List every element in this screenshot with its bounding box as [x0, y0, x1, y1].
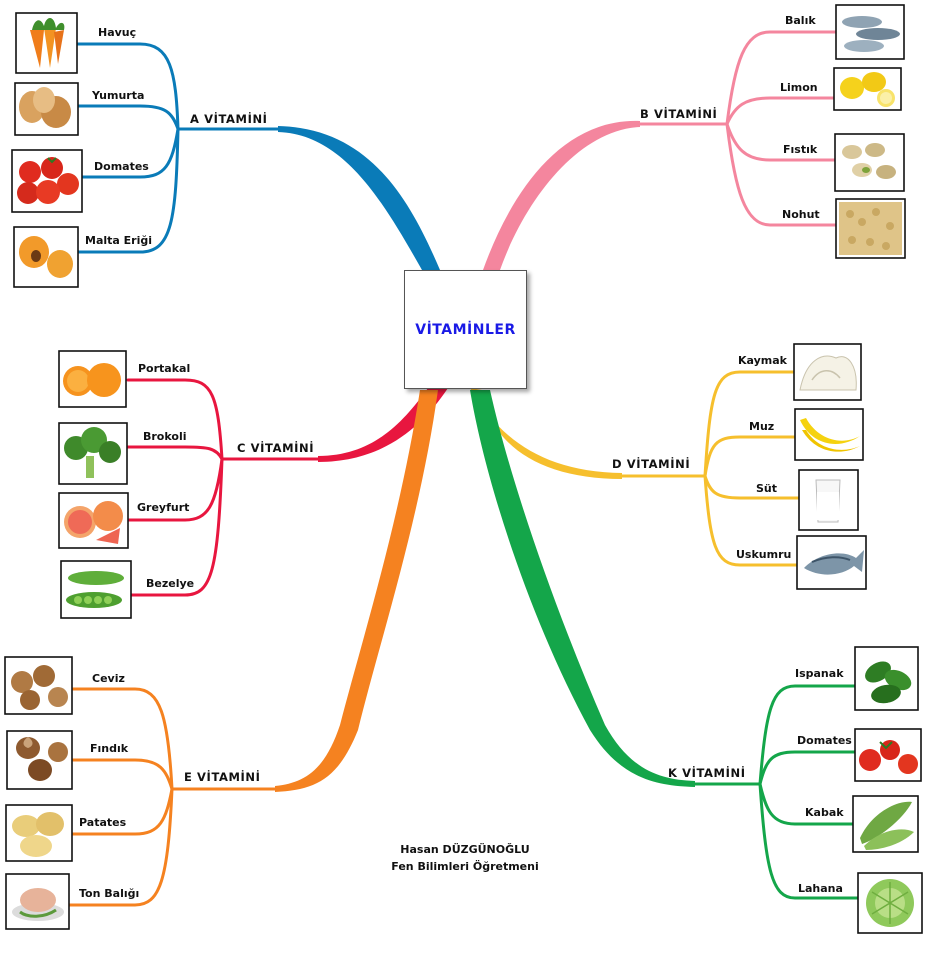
hazelnut-image: [6, 730, 73, 790]
eggs-image: [14, 82, 79, 136]
item-label-a-1: Havuç: [98, 26, 136, 39]
item-label-e-3: Patates: [79, 816, 127, 829]
carrot-image: [15, 12, 78, 74]
branch-k-trunk: [470, 390, 695, 787]
cabbage-image: [857, 872, 923, 934]
lemons-image: [833, 67, 902, 111]
banana-image: [794, 408, 864, 461]
item-label-b-4: Nohut: [782, 208, 820, 221]
tomatoes-image: [11, 149, 83, 213]
author-name: Hasan DÜZGÜNOĞLU: [400, 843, 530, 856]
walnut-image: [4, 656, 73, 715]
branch-a-trunk: [278, 126, 440, 270]
item-label-k-1: Ispanak: [795, 667, 844, 680]
potatoes-image: [5, 804, 73, 862]
spinach-image: [854, 646, 919, 711]
branch-label-e: E VİTAMİNİ: [184, 769, 261, 784]
item-label-a-2: Yumurta: [91, 89, 144, 102]
branch-a: [74, 42, 280, 254]
cream-image: [793, 343, 862, 401]
item-label-k-4: Lahana: [798, 882, 843, 895]
item-label-d-2: Muz: [749, 420, 774, 433]
branch-e-trunk: [275, 390, 438, 792]
item-label-c-4: Bezelye: [146, 577, 194, 590]
item-label-a-3: Domates: [94, 160, 149, 173]
item-label-e-4: Ton Balığı: [79, 887, 139, 900]
item-label-e-2: Fındık: [90, 742, 129, 755]
item-label-d-3: Süt: [756, 482, 777, 495]
item-label-b-2: Limon: [780, 81, 818, 94]
branch-label-a: A VİTAMİNİ: [190, 111, 268, 126]
branch-label-d: D VİTAMİNİ: [612, 456, 690, 471]
tomatoes-k-image: [854, 728, 922, 782]
grapefruit-image: [58, 492, 129, 549]
loquat-image: [13, 226, 79, 288]
branch-label-k: K VİTAMİNİ: [668, 765, 746, 780]
item-label-b-1: Balık: [785, 14, 816, 27]
item-label-c-1: Portakal: [138, 362, 190, 375]
orange-image: [58, 350, 127, 408]
item-label-k-3: Kabak: [805, 806, 844, 819]
branch-d: [620, 370, 802, 567]
item-label-e-1: Ceviz: [92, 672, 125, 685]
branch-label-b: B VİTAMİNİ: [640, 106, 717, 121]
broccoli-image: [58, 422, 128, 485]
branch-c: [126, 378, 320, 597]
item-label-c-2: Brokoli: [143, 430, 186, 443]
item-label-a-4: Malta Eriği: [85, 234, 152, 247]
item-label-d-4: Uskumru: [736, 548, 791, 561]
zucchini-image: [852, 795, 919, 853]
center-title: VİTAMİNLER: [415, 321, 516, 338]
milk-image: [798, 469, 859, 531]
branch-b-trunk: [483, 120, 640, 270]
fish-image: [835, 4, 905, 60]
item-label-b-3: Fıstık: [783, 143, 818, 156]
author-role: Fen Bilimleri Öğretmeni: [391, 860, 539, 873]
mackerel-image: [796, 535, 867, 590]
branch-e: [67, 687, 277, 907]
branch-k: [693, 684, 860, 900]
peas-image: [60, 560, 132, 619]
item-label-d-1: Kaymak: [738, 354, 788, 367]
chickpea-image: [835, 198, 906, 259]
pistachio-image: [834, 133, 905, 192]
branch-b: [638, 30, 838, 227]
item-label-c-3: Greyfurt: [137, 501, 189, 514]
tuna-image: [5, 873, 70, 930]
branch-c-trunk: [318, 388, 448, 462]
branch-label-c: C VİTAMİNİ: [237, 440, 314, 455]
center-node: VİTAMİNLER: [404, 270, 527, 389]
item-label-k-2: Domates: [797, 734, 852, 747]
